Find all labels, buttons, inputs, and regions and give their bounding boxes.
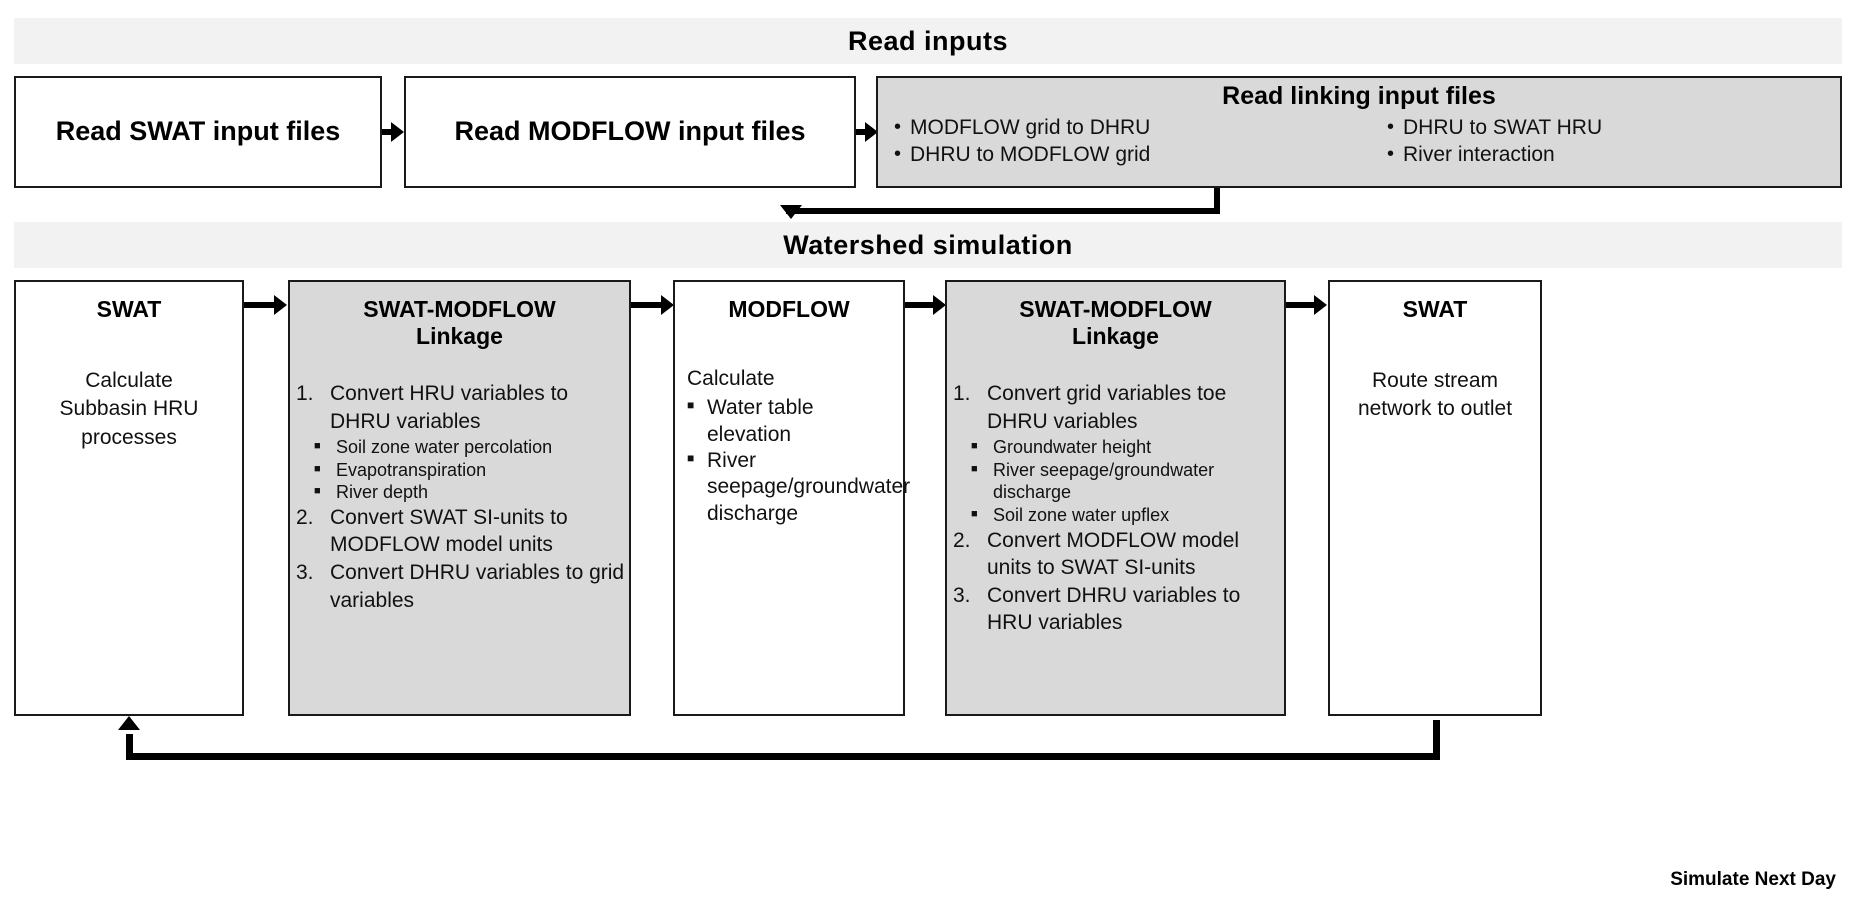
square-bullet-icon: ■ <box>314 485 321 498</box>
list-item-label: River seepage/groundwater discharge <box>707 449 911 525</box>
box-linkage-right: SWAT-MODFLOW Linkage 1. Convert grid var… <box>945 280 1286 716</box>
box-swat-left-body: Calculate Subbasin HRU processes <box>59 369 199 449</box>
step-number: 2. <box>296 505 314 529</box>
list-item: ■ Groundwater height <box>971 436 1280 459</box>
square-bullet-icon: ■ <box>687 451 695 466</box>
square-bullet-icon: ■ <box>971 439 978 452</box>
list-item: 2. Convert SWAT SI-units to MODFLOW mode… <box>296 504 625 559</box>
list-item-label: Soil zone water percolation <box>336 436 553 457</box>
list-item: ■ River seepage/groundwater discharge <box>971 459 1280 504</box>
linking-bullets-right: • DHRU to SWAT HRU • River interaction <box>1359 114 1830 169</box>
list-item: 1. Convert HRU variables to DHRU variabl… <box>296 380 625 435</box>
box-read-modflow-input-files: Read MODFLOW input files <box>404 76 856 188</box>
step-text: Convert DHRU variables to grid variables <box>330 561 625 612</box>
list-item: 2. Convert MODFLOW model units to SWAT S… <box>953 527 1280 582</box>
linkage-right-steps: 1. Convert grid variables toe DHRU varia… <box>947 380 1284 636</box>
loop-simulate-next-day-label: Simulate Next Day <box>1664 869 1842 891</box>
step-text: Convert HRU variables to DHRU variables <box>330 382 569 433</box>
linkage-right-step1-sublist: ■ Groundwater height ■ River seepage/gro… <box>953 436 1280 527</box>
step-text: Convert grid variables toe DHRU variable… <box>987 382 1227 433</box>
banner-watershed-simulation-label: Watershed simulation <box>783 229 1073 260</box>
list-item-label: River seepage/groundwater discharge <box>993 459 1215 503</box>
arrow-head-up-icon <box>118 716 140 730</box>
list-item: • MODFLOW grid to DHRU <box>888 114 1359 142</box>
box-read-linking-input-files: Read linking input files • MODFLOW grid … <box>876 76 1842 188</box>
linkage-left-steps: 1. Convert HRU variables to DHRU variabl… <box>290 380 629 614</box>
square-bullet-icon: ■ <box>314 439 321 452</box>
box-swat-left: SWAT Calculate Subbasin HRU processes <box>14 280 244 716</box>
bullet-dot-icon: • <box>894 115 902 138</box>
list-item: ■ Soil zone water upflex <box>971 504 1280 527</box>
list-item: 3. Convert DHRU variables to HRU variabl… <box>953 582 1280 637</box>
list-item-label: DHRU to SWAT HRU <box>1403 115 1603 139</box>
bullet-dot-icon: • <box>894 143 902 166</box>
list-item: 1. Convert grid variables toe DHRU varia… <box>953 380 1280 435</box>
step-number: 3. <box>953 584 971 608</box>
arrow-head-down-icon <box>780 205 802 219</box>
box-read-linking-input-files-title: Read linking input files <box>1222 82 1496 110</box>
list-item: • DHRU to SWAT HRU <box>1359 114 1830 142</box>
list-item-label: DHRU to MODFLOW grid <box>910 143 1151 167</box>
box-linkage-right-title: SWAT-MODFLOW Linkage <box>1019 296 1212 350</box>
box-swat-left-title: SWAT <box>96 296 162 322</box>
modflow-bullets: ■ Water table elevation ■ River seepage/… <box>687 395 910 527</box>
square-bullet-icon: ■ <box>971 507 978 520</box>
list-item-label: Groundwater height <box>993 436 1152 457</box>
box-linkage-left: SWAT-MODFLOW Linkage 1. Convert HRU vari… <box>288 280 631 716</box>
loop-simulate-next-day <box>118 716 1440 764</box>
banner-watershed-simulation: Watershed simulation <box>14 222 1842 268</box>
list-item: ■ River seepage/groundwater discharge <box>687 448 910 527</box>
banner-read-inputs-label: Read inputs <box>847 25 1008 56</box>
box-modflow: MODFLOW Calculate ■ Water table elevatio… <box>673 280 910 716</box>
box-swat-right-title: SWAT <box>1402 296 1468 322</box>
list-item: • DHRU to MODFLOW grid <box>888 141 1359 169</box>
step-number: 1. <box>296 382 314 406</box>
banner-read-inputs: Read inputs <box>14 18 1842 64</box>
list-item: ■ River depth <box>314 481 625 504</box>
list-item: 3. Convert DHRU variables to grid variab… <box>296 559 625 614</box>
step-text: Convert SWAT SI-units to MODFLOW model u… <box>330 505 568 557</box>
list-item-label: Water table elevation <box>707 396 814 446</box>
box-read-modflow-input-files-title: Read MODFLOW input files <box>454 116 806 147</box>
box-swat-right: SWAT Route stream network to outlet <box>1328 280 1542 716</box>
box-modflow-title: MODFLOW <box>728 296 850 322</box>
list-item: ■ Evapotranspiration <box>314 459 625 482</box>
list-item: ■ Water table elevation <box>687 395 891 448</box>
box-linkage-left-title: SWAT-MODFLOW Linkage <box>363 296 556 350</box>
box-modflow-calculate-label: Calculate <box>687 367 775 391</box>
square-bullet-icon: ■ <box>314 462 321 475</box>
linkage-left-step1-sublist: ■ Soil zone water percolation ■ Evapotra… <box>296 436 625 504</box>
box-swat-right-body: Route stream network to outlet <box>1357 369 1513 421</box>
bullet-dot-icon: • <box>1387 115 1395 138</box>
bullet-dot-icon: • <box>1387 143 1395 166</box>
list-item-label: Evapotranspiration <box>336 459 487 480</box>
connector-linking-to-watershed <box>780 188 1220 226</box>
step-number: 3. <box>296 561 314 585</box>
linking-bullet-columns: • MODFLOW grid to DHRU • DHRU to MODFLOW… <box>888 114 1830 169</box>
list-item: • River interaction <box>1359 141 1830 169</box>
box-read-swat-input-files-title: Read SWAT input files <box>55 116 341 147</box>
list-item-label: MODFLOW grid to DHRU <box>910 115 1151 139</box>
list-item-label: Soil zone water upflex <box>993 504 1170 525</box>
step-text: Convert DHRU variables to HRU variables <box>987 584 1241 635</box>
square-bullet-icon: ■ <box>971 462 978 475</box>
step-text: Convert MODFLOW model units to SWAT SI-u… <box>987 528 1240 579</box>
step-number: 1. <box>953 382 971 406</box>
linking-bullets-left: • MODFLOW grid to DHRU • DHRU to MODFLOW… <box>888 114 1359 169</box>
list-item-label: River depth <box>336 482 429 503</box>
box-read-swat-input-files: Read SWAT input files <box>14 76 382 188</box>
list-item: ■ Soil zone water percolation <box>314 436 625 459</box>
list-item-label: River interaction <box>1403 143 1555 167</box>
step-number: 2. <box>953 528 971 552</box>
square-bullet-icon: ■ <box>687 398 695 413</box>
